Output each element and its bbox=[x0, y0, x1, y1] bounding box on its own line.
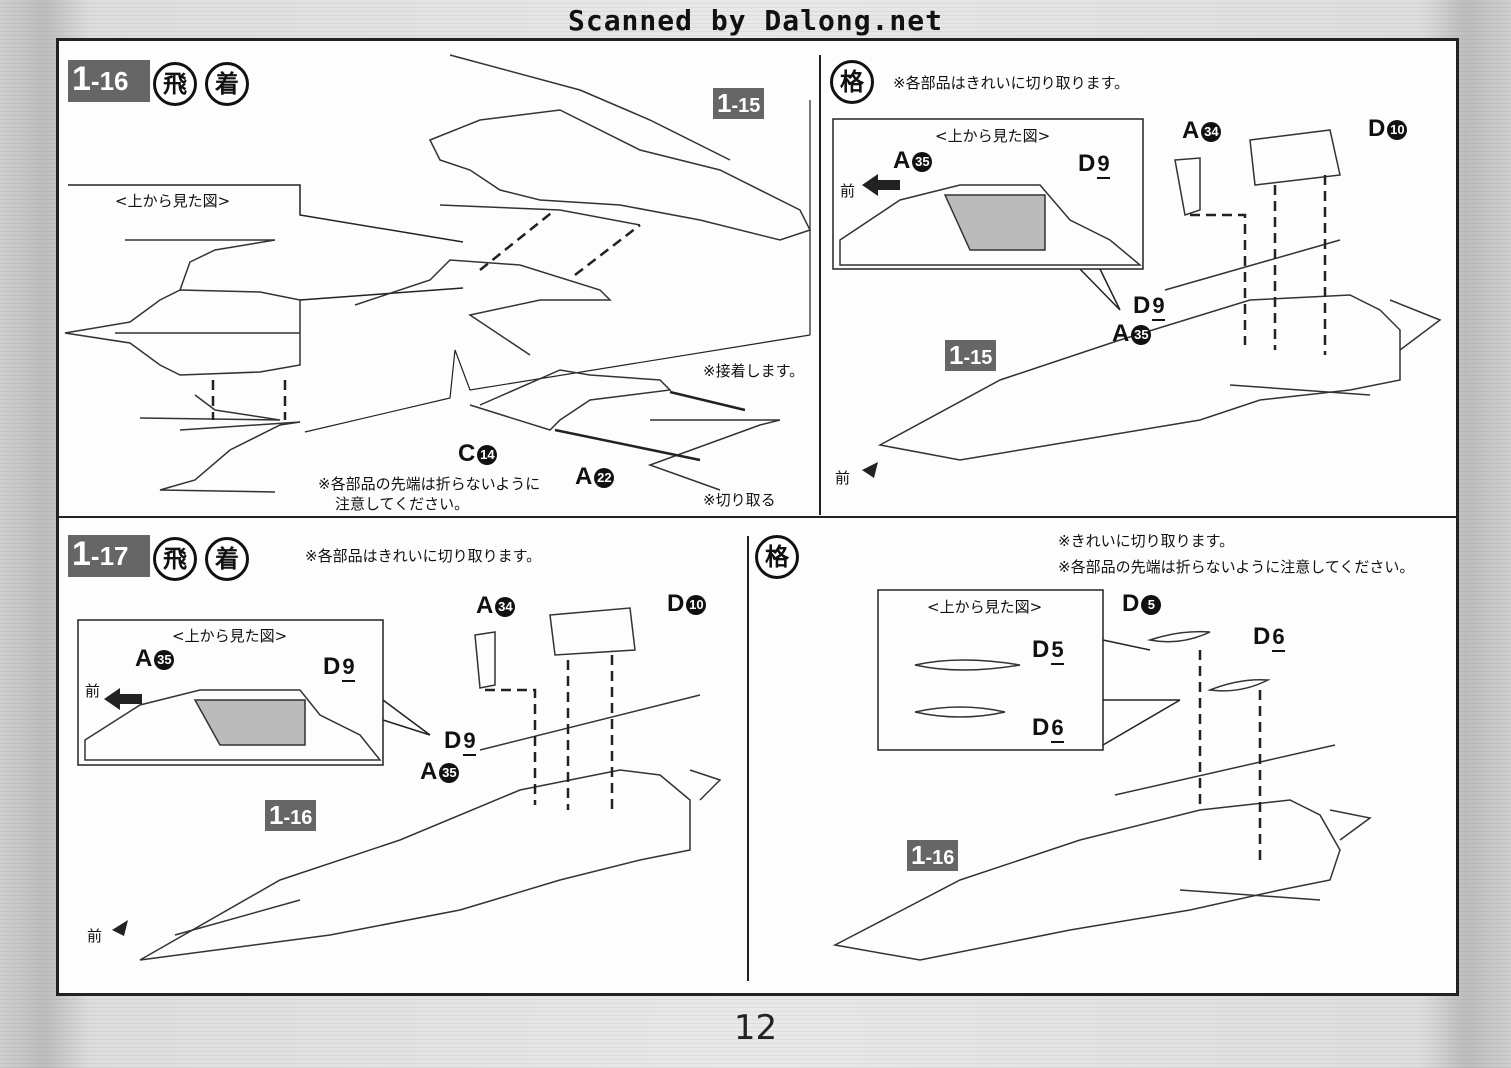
top-view-label: <上から見た図> bbox=[172, 627, 288, 645]
inset-part-d5-label: D5 bbox=[1032, 636, 1064, 665]
inset-part-d9-label: D9 bbox=[323, 653, 355, 682]
glue-note: ※接着します。 bbox=[703, 362, 805, 380]
cut-clean-note: ※きれいに切り取ります。 bbox=[1058, 532, 1235, 550]
inset-part-d9-label: D9 bbox=[1078, 150, 1110, 179]
step-marker-1: 1 bbox=[634, 662, 656, 684]
landing-mode-icon: 着 bbox=[205, 537, 249, 581]
flight-mode-icon: 飛 bbox=[153, 537, 197, 581]
cut-clean-note: ※各部品はきれいに切り取ります。 bbox=[305, 547, 542, 565]
bottom-vertical-divider bbox=[747, 536, 749, 981]
step-marker-2: 2 bbox=[675, 485, 697, 507]
part-d9-label: D9 bbox=[444, 727, 476, 756]
front-label: 前 bbox=[87, 927, 103, 945]
front-label: 前 bbox=[835, 469, 851, 487]
step-number-1-17: 1-17 bbox=[68, 535, 150, 577]
part-d9-label: D9 bbox=[1133, 292, 1165, 321]
combat-mode-icon: 格 bbox=[755, 535, 799, 579]
horizontal-divider bbox=[59, 516, 1456, 518]
cut-note: ※切り取る bbox=[703, 491, 776, 509]
step-marker-2: 2 bbox=[503, 707, 525, 729]
top-view-ship-illustration bbox=[64, 239, 301, 493]
tip-note-line-2: 注意してください。 bbox=[335, 495, 470, 513]
top-vertical-divider bbox=[819, 55, 821, 515]
ref-step-1-15: 1-15 bbox=[945, 340, 997, 371]
ship-illustration-1-17 bbox=[84, 607, 722, 961]
flight-mode-icon: 飛 bbox=[153, 62, 197, 106]
ref-step-1-15: 1-15 bbox=[713, 88, 765, 119]
kaku-ship-illustration-1-17 bbox=[832, 744, 1372, 961]
part-d6-label: D6 bbox=[1253, 623, 1285, 652]
cut-clean-note: ※各部品はきれいに切り取ります。 bbox=[893, 74, 1130, 92]
ref-step-1-16: 1-16 bbox=[907, 840, 959, 871]
ref-step-1-16: 1-16 bbox=[265, 800, 317, 831]
combat-mode-icon: 格 bbox=[830, 60, 874, 104]
step-marker-1: 1 bbox=[1336, 198, 1358, 220]
kaku-ship-illustration-1-16 bbox=[839, 129, 1442, 461]
instruction-frame bbox=[56, 38, 1459, 996]
step-number-1-16: 1-16 bbox=[68, 60, 150, 102]
main-ship-illustration-1-16 bbox=[354, 54, 812, 491]
landing-mode-icon: 着 bbox=[205, 62, 249, 106]
front-label: 前 bbox=[85, 682, 101, 700]
top-view-label: <上から見た図> bbox=[115, 192, 231, 210]
front-label: 前 bbox=[840, 182, 856, 200]
tip-note-line-1: ※各部品の先端は折らないように bbox=[318, 475, 541, 493]
top-view-label: <上から見た図> bbox=[935, 127, 1051, 145]
top-view-label: <上から見た図> bbox=[927, 598, 1043, 616]
tip-note: ※各部品の先端は折らないように注意してください。 bbox=[1058, 558, 1415, 576]
step-marker-2: 2 bbox=[1208, 232, 1230, 254]
step-marker-1: 1 bbox=[675, 360, 697, 382]
inset-part-d6-label: D6 bbox=[1032, 714, 1064, 743]
scan-credit: Scanned by Dalong.net bbox=[567, 4, 943, 37]
page-number: 12 bbox=[733, 1008, 778, 1048]
